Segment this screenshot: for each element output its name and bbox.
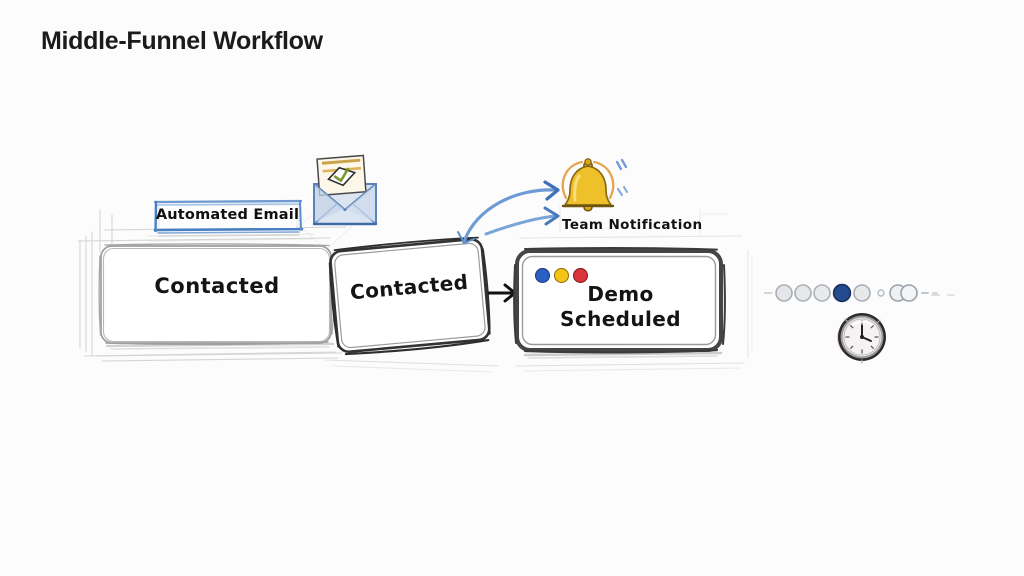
card-contacted-1-outline [98, 243, 335, 350]
progress-dot-2 [794, 284, 812, 302]
team-notification-label: Team Notification [562, 217, 703, 233]
progress-dot-4-active [832, 283, 852, 303]
envelope-icon [306, 150, 384, 236]
progress-dots-row[interactable] [763, 280, 938, 304]
card-demo-scheduled-outline [513, 247, 726, 359]
card-contacted-2-outline [328, 236, 491, 356]
progress-dot-1 [775, 284, 793, 302]
window-dot-red[interactable] [573, 268, 588, 283]
curved-arrows-icon [452, 176, 577, 252]
automated-email-chip-outline [153, 199, 304, 237]
automated-email-chip[interactable]: Automated Email [153, 199, 304, 237]
card-demo-scheduled[interactable]: Demo Scheduled [513, 247, 728, 359]
bell-icon [548, 156, 632, 226]
card-contacted-2[interactable]: Contacted [324, 233, 496, 360]
window-dot-blue[interactable] [535, 268, 550, 283]
trailing-dashes [931, 294, 955, 296]
card-contacted-1[interactable]: Contacted [97, 242, 337, 351]
progress-dot-5 [853, 284, 871, 302]
progress-dot-3 [813, 284, 831, 302]
window-dots-group [535, 268, 597, 284]
progress-dot-small [877, 289, 885, 297]
window-dot-yellow[interactable] [554, 268, 569, 283]
page-title: Middle-Funnel Workflow [41, 27, 323, 55]
clock-icon [833, 308, 891, 370]
automated-email-chip-label: Automated Email [155, 207, 300, 223]
progress-dot-pair-right [900, 284, 918, 302]
